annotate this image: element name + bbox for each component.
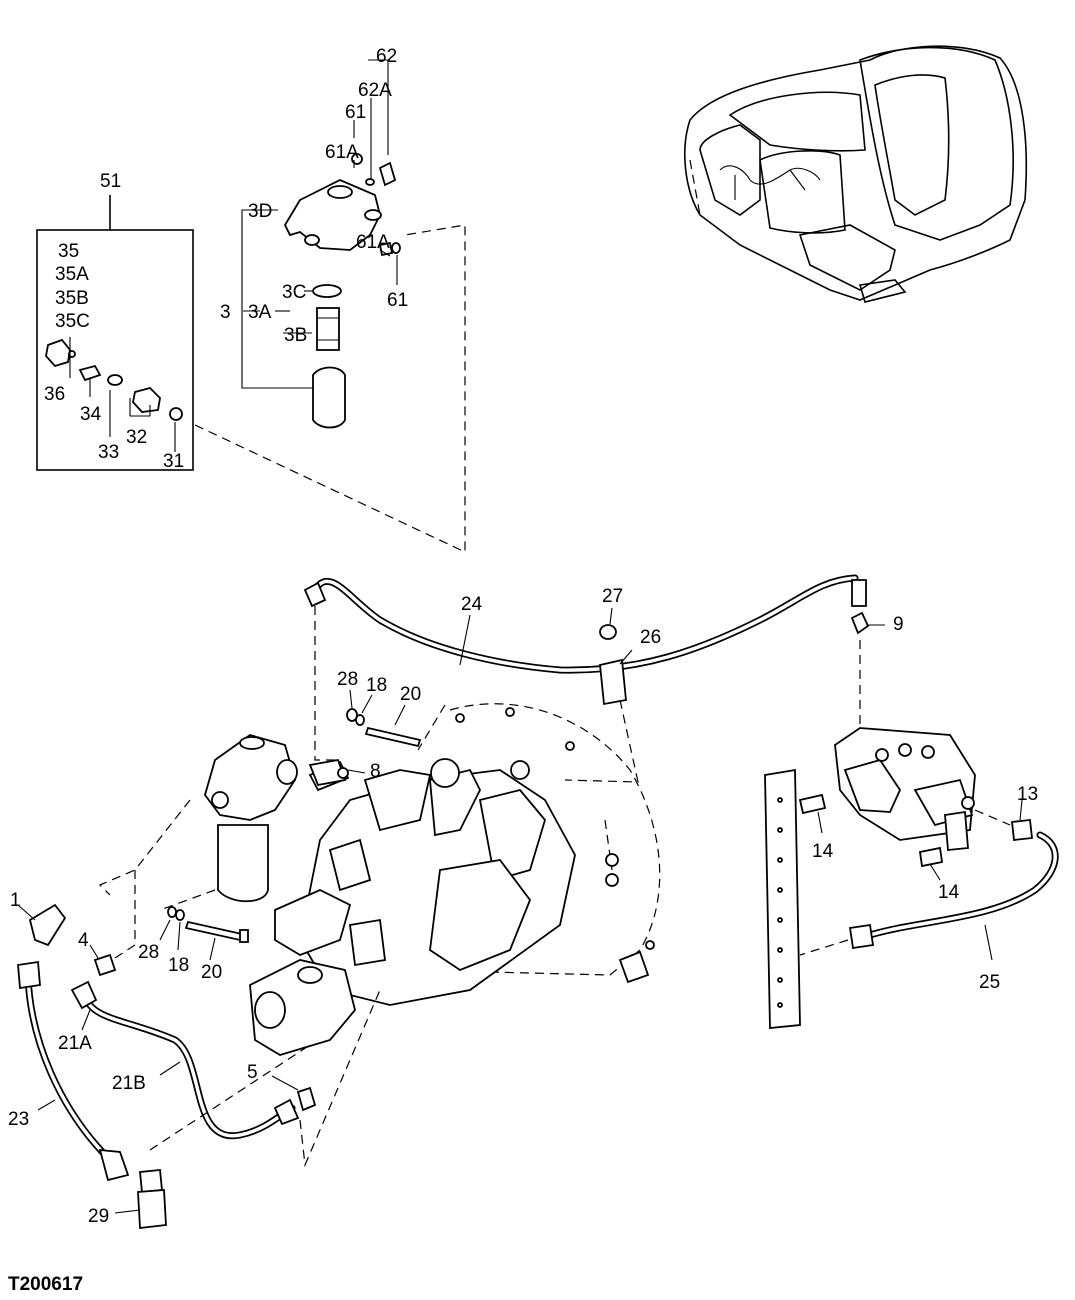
callout-61-top: 61 (345, 102, 366, 123)
callout-28-top: 28 (337, 669, 358, 690)
callout-35a: 35A (55, 264, 89, 285)
callout-13: 13 (1017, 784, 1038, 805)
callout-62: 62 (376, 46, 397, 67)
callout-18-bottom: 18 (168, 955, 189, 976)
callout-36: 36 (44, 384, 65, 405)
hose-25 (799, 809, 1059, 961)
callout-3a: 3A (248, 302, 272, 323)
control-valve (764, 727, 1023, 1029)
callout-21a: 21A (58, 1033, 92, 1054)
callout-33: 33 (98, 442, 119, 463)
callout-27: 27 (602, 586, 623, 607)
fittings-center (17, 689, 422, 977)
callout-3: 3 (220, 302, 231, 323)
callout-26: 26 (640, 627, 661, 648)
callout-61-right: 61 (387, 290, 408, 311)
callout-28-bottom: 28 (138, 942, 159, 963)
main-pump-assembly (249, 703, 661, 1056)
filter-housing (98, 734, 298, 959)
callout-35: 35 (58, 241, 79, 262)
callout-61a-top: 61A (325, 142, 359, 163)
valve-29 (114, 989, 381, 1230)
callout-21b: 21B (112, 1073, 146, 1094)
callout-14-b: 14 (938, 882, 960, 903)
callout-14-a: 14 (812, 841, 834, 862)
excavator-illustration (684, 45, 1028, 303)
callout-labels: 62 62A 61 61A 51 3D 35 61A 35A 3C 35B 61… (8, 46, 1038, 1295)
hose-23 (17, 960, 130, 1182)
callout-8: 8 (370, 761, 381, 782)
callout-20-top: 20 (400, 684, 421, 705)
callout-3d: 3D (248, 201, 272, 222)
figure-id: T200617 (8, 1274, 83, 1295)
callout-51: 51 (100, 171, 121, 192)
callout-9: 9 (893, 614, 904, 635)
callout-18-top: 18 (366, 675, 387, 696)
callout-62a: 62A (358, 80, 392, 101)
callout-3b: 3B (284, 325, 307, 346)
callout-34: 34 (80, 404, 102, 425)
callout-25: 25 (979, 972, 1000, 993)
hose-21 (70, 980, 317, 1140)
callout-1: 1 (10, 890, 21, 911)
callout-32: 32 (126, 427, 147, 448)
callout-61a-right: 61A (356, 232, 390, 253)
kit-51-box (36, 195, 194, 471)
filter-assembly-3 (194, 59, 466, 553)
callout-3c: 3C (282, 282, 306, 303)
hose-24 (303, 574, 885, 783)
callout-35b: 35B (55, 288, 89, 309)
callout-23: 23 (8, 1109, 29, 1130)
callout-20-bottom: 20 (201, 962, 222, 983)
callout-29: 29 (88, 1206, 109, 1227)
callout-31: 31 (163, 451, 184, 472)
plug-36 (45, 338, 71, 368)
callout-35c: 35C (55, 311, 90, 332)
callout-4: 4 (78, 930, 89, 951)
callout-24: 24 (461, 594, 483, 615)
callout-5: 5 (247, 1062, 258, 1083)
